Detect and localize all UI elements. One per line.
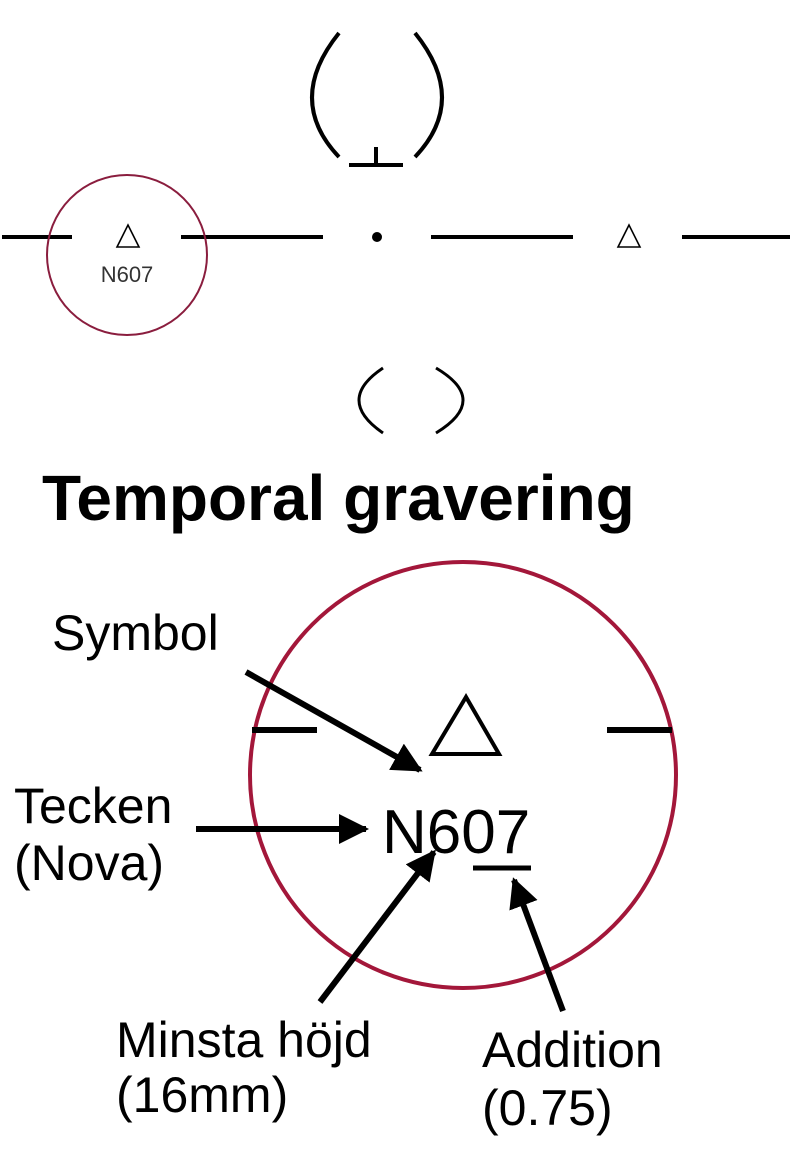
detail-triangle-symbol-icon bbox=[428, 693, 503, 756]
annotation-arrows bbox=[196, 669, 566, 1013]
label-tecken-font: (Nova) bbox=[14, 835, 164, 891]
label-tecken: Tecken bbox=[14, 778, 172, 834]
arrow-symbol bbox=[244, 669, 423, 773]
arrow-minsta-hojd bbox=[317, 849, 437, 1004]
label-symbol: Symbol bbox=[52, 605, 219, 661]
detail-engraving-text: N607 bbox=[382, 798, 530, 867]
small-highlight-circle bbox=[46, 174, 208, 336]
label-minsta-hojd: Minsta höjd bbox=[116, 1012, 372, 1068]
top-arc-reticle-icon bbox=[310, 31, 444, 167]
bottom-arc-reticle-icon bbox=[357, 366, 465, 435]
label-minsta-hojd-value: (16mm) bbox=[116, 1067, 288, 1123]
page-title: Temporal gravering bbox=[42, 462, 635, 534]
label-addition-value: (0.75) bbox=[482, 1080, 613, 1136]
label-addition: Addition bbox=[482, 1022, 663, 1078]
center-dot-icon bbox=[372, 232, 382, 242]
small-engraving-label: N607 bbox=[101, 262, 154, 287]
triangle-symbol-right-icon bbox=[616, 223, 642, 248]
triangle-symbol-left-icon bbox=[115, 223, 141, 248]
arrow-addition bbox=[509, 877, 566, 1013]
detail-circle bbox=[248, 560, 678, 990]
